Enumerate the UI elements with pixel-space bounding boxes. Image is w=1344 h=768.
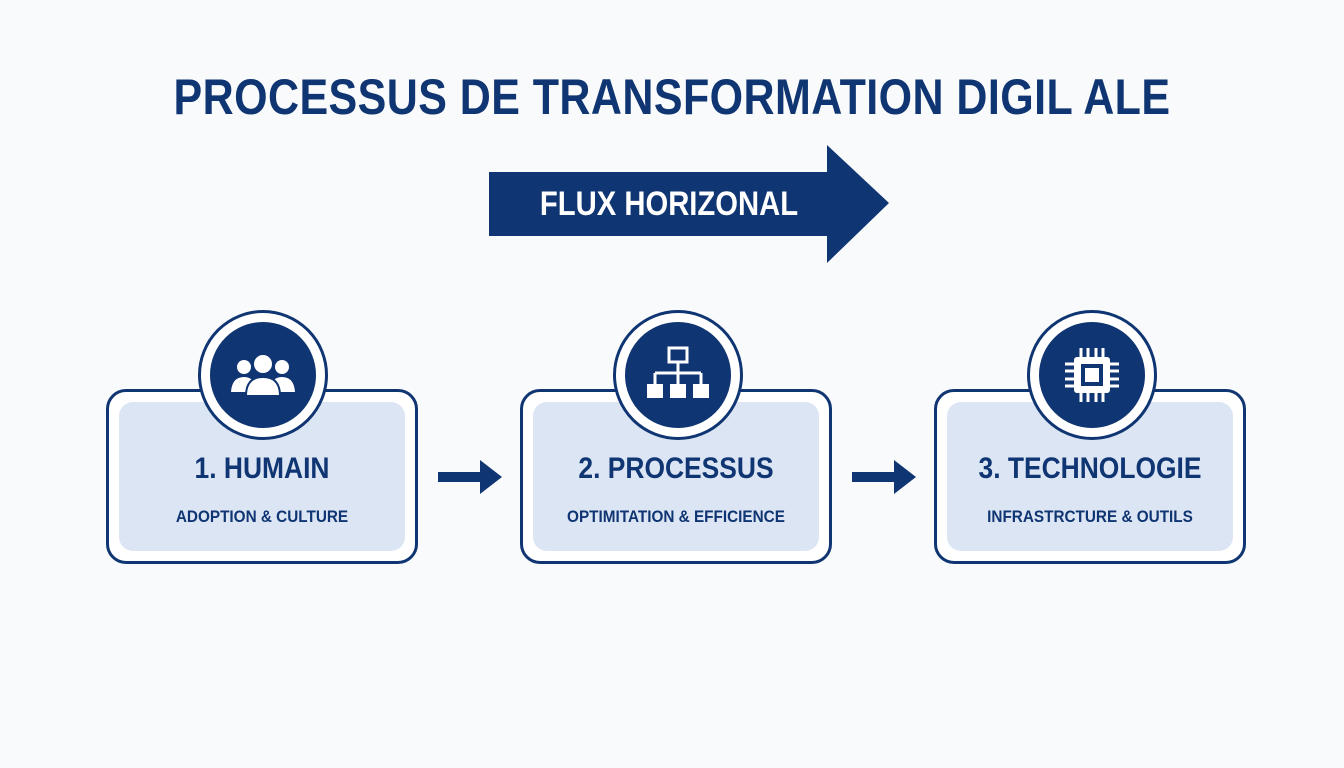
step-subtitle: OPTIMITATION & EFFICIENCE: [567, 507, 785, 526]
step-title: 3. TECHNOLOGIE: [978, 452, 1202, 485]
step-subtitle: INFRASTRCTURE & OUTILS: [987, 507, 1193, 526]
cpu-chip-icon: [1065, 348, 1119, 402]
step-badge-humain: [198, 310, 328, 440]
step-title: 1. HUMAIN: [194, 452, 330, 485]
step-arrow-2: [852, 460, 916, 494]
step-card-humain: 1. HUMAIN ADOPTION & CULTURE: [106, 389, 418, 564]
org-chart-icon: [647, 346, 709, 398]
step-subtitle: ADOPTION & CULTURE: [175, 507, 349, 526]
flow-direction-arrow: [489, 145, 889, 263]
step-card-technologie: 3. TECHNOLOGIE INFRASTRCTURE & OUTILS: [934, 389, 1246, 564]
flow-label: FLUX HORIZONAL: [539, 185, 799, 223]
diagram-title: PROCESSUS DE TRANSFORMATION DIGIL ALE: [173, 69, 1171, 125]
step-title: 2. PROCESSUS: [578, 452, 774, 485]
step-arrow-1: [438, 460, 502, 494]
people-group-icon: [231, 353, 295, 397]
step-badge-technologie: [1027, 310, 1157, 440]
step-badge-processus: [613, 310, 743, 440]
